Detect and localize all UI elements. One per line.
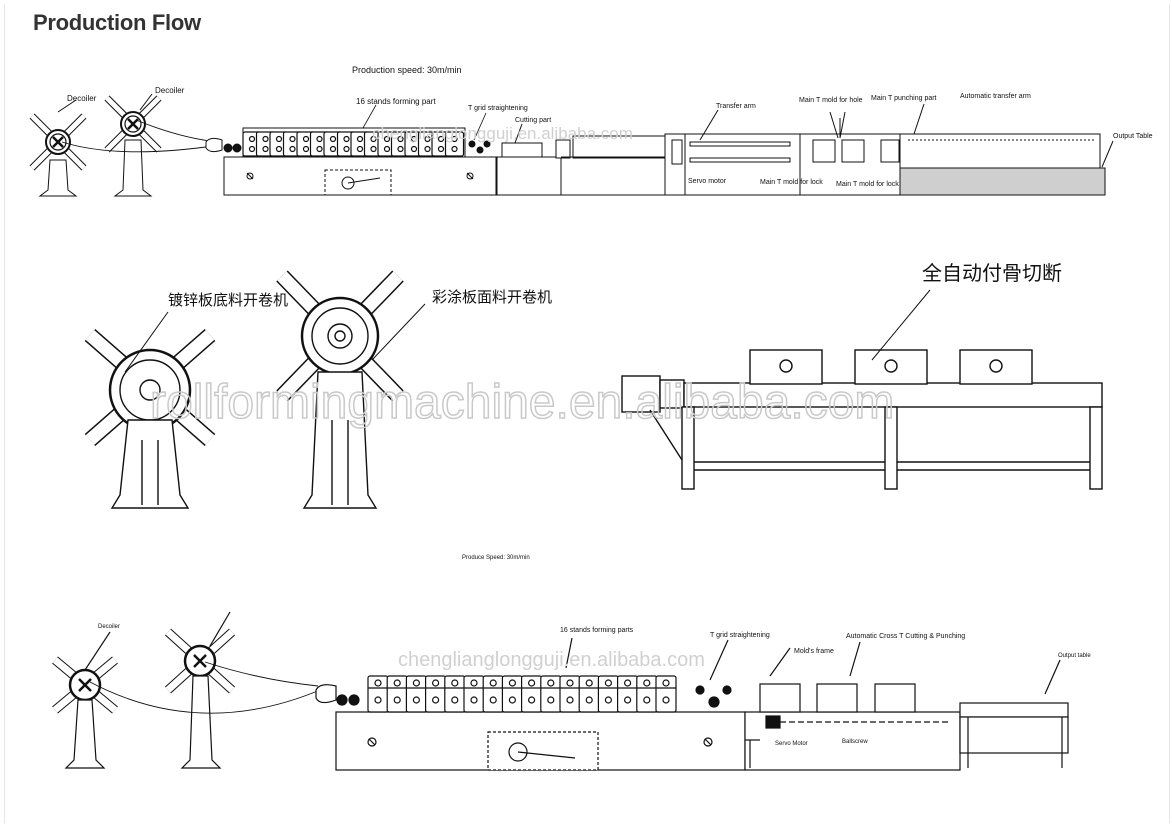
main-punching-label: Main T punching part bbox=[871, 95, 937, 102]
diagram-1: Production speed: 30m/min Decoiler Decoi… bbox=[32, 65, 1153, 197]
auto-transfer-label: Automatic transfer arm bbox=[960, 93, 1031, 100]
transfer-arm-label: Transfer arm bbox=[716, 103, 756, 110]
straightening-label-3: T grid straightening bbox=[710, 632, 770, 639]
forming-stand bbox=[559, 675, 581, 713]
decoiler-left bbox=[84, 328, 216, 509]
label-coated-decoiler: 彩涂板面料开卷机 bbox=[432, 288, 552, 306]
speed-label: Production speed: 30m/min bbox=[352, 65, 462, 75]
forming-section-3 bbox=[315, 637, 746, 771]
cutting-section bbox=[496, 123, 666, 196]
watermark-3: chenglianglongguji.en.alibaba.com bbox=[398, 649, 705, 671]
label-auto-cutting: 全自动付骨切断 bbox=[922, 261, 1062, 285]
forming-stand bbox=[636, 675, 658, 713]
decoiler-a-label: Decoiler bbox=[67, 94, 97, 103]
page-title: Production Flow bbox=[33, 10, 201, 35]
forming-stand bbox=[655, 675, 677, 713]
watermark-2: rollformingmachine.en.alibaba.com bbox=[150, 376, 894, 429]
mold-frame-label: Mold's frame bbox=[794, 648, 834, 655]
speed-label-3: Produce Speed: 30m/min bbox=[462, 555, 530, 561]
decoiler-right bbox=[276, 270, 404, 509]
decoiler-3b bbox=[164, 611, 236, 769]
cutting-machine bbox=[621, 349, 1103, 490]
main-mold-lock2-label: Main T mold for lock bbox=[836, 181, 899, 188]
cross-cut-label: Automatic Cross T Cutting & Punching bbox=[846, 633, 965, 640]
forming-stand bbox=[501, 675, 524, 713]
output-table-3 bbox=[745, 702, 1069, 768]
forming-stand bbox=[578, 675, 600, 713]
forming-label-3: 16 stands forming parts bbox=[560, 627, 634, 634]
decoiler-b-label: Decoiler bbox=[155, 86, 185, 95]
forming-stand bbox=[463, 675, 485, 713]
forming-stand bbox=[616, 675, 639, 713]
forming-stand bbox=[482, 675, 504, 713]
transfer-section bbox=[664, 103, 925, 196]
decoiler-b bbox=[107, 93, 159, 197]
forming-stand bbox=[425, 675, 447, 713]
cutting-label: Cutting part bbox=[515, 117, 551, 124]
forming-stand bbox=[540, 675, 562, 713]
output-label: Output Table bbox=[1113, 133, 1153, 140]
output-label-3: Output table bbox=[1058, 653, 1091, 659]
watermark-1: chenglianglongguji.en.alibaba.com bbox=[372, 124, 633, 143]
diagram-3: Produce Speed: 30m/min Decoiler bbox=[52, 555, 1091, 771]
decoiler-3-label: Decoiler bbox=[98, 624, 120, 630]
forming-section bbox=[205, 127, 497, 196]
servo-label: Servo motor bbox=[688, 178, 727, 185]
page-frame bbox=[4, 4, 1170, 823]
forming-label: 16 stands forming part bbox=[356, 97, 436, 106]
forming-stand bbox=[444, 675, 466, 713]
ballscrew-label: Ballscrew bbox=[842, 739, 868, 745]
forming-stand bbox=[405, 675, 427, 713]
straightening-label: T grid straightening bbox=[468, 105, 528, 112]
forming-stand bbox=[597, 675, 620, 713]
diagram-2: 镀锌板底料开卷机 彩涂板面料开卷机 bbox=[84, 261, 1103, 509]
output-table-1 bbox=[899, 133, 1114, 196]
main-mold-hole-label: Main T mold for hole bbox=[799, 97, 863, 104]
decoiler-3a bbox=[52, 631, 118, 769]
main-mold-lock-label: Main T mold for lock bbox=[760, 179, 823, 186]
forming-stand bbox=[367, 675, 389, 713]
decoiler-a bbox=[32, 99, 84, 197]
label-galvanized-decoiler: 镀锌板底料开卷机 bbox=[168, 291, 288, 309]
forming-stand bbox=[520, 675, 543, 713]
forming-stand bbox=[386, 675, 408, 713]
servo-label-3: Servo Motor bbox=[775, 741, 808, 747]
cross-cut-section bbox=[744, 641, 1061, 771]
